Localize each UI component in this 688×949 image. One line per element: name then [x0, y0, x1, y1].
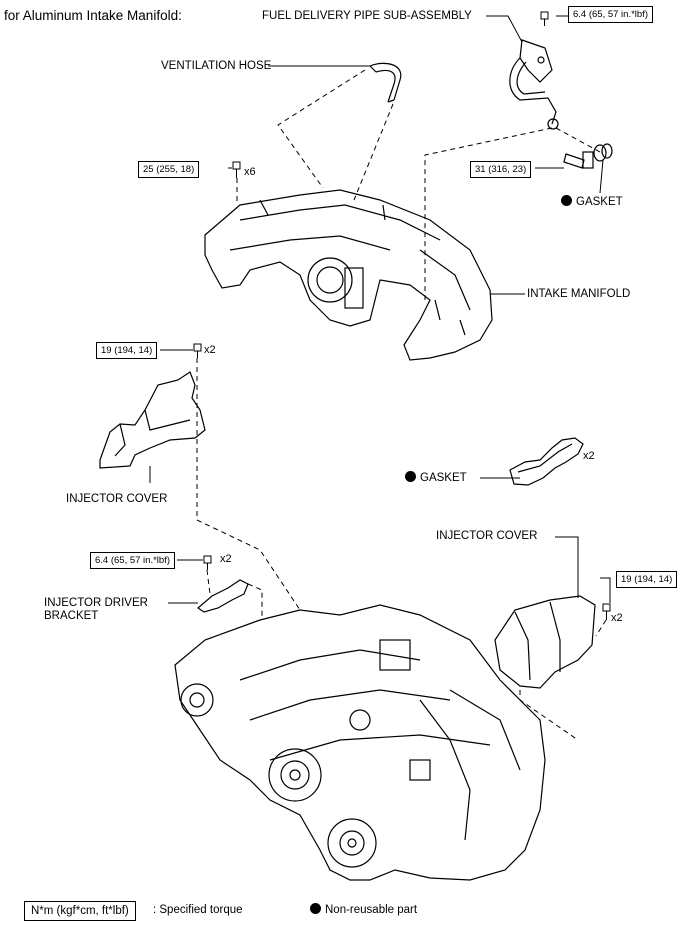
torque-manifold-bolts: 25 (255, 18): [138, 161, 200, 178]
legend-nonreusable: Non-reusable part: [310, 903, 417, 917]
bolt-icon: [540, 11, 549, 26]
torque-bracket-bolts: 6.4 (65, 57 in.*lbf): [90, 552, 175, 569]
label-gasket-2: GASKET: [405, 471, 467, 485]
bolt-icon: [602, 603, 611, 620]
engine-block-part: [174, 604, 546, 881]
bolt-icons: [193, 11, 611, 620]
label-intake-manifold: INTAKE MANIFOLD: [527, 288, 631, 300]
legend-torque-desc: : Specified torque: [153, 904, 243, 916]
label-ventilation-hose: VENTILATION HOSE: [161, 60, 272, 72]
multiplier-gasket: x2: [583, 450, 595, 462]
torque-injector-cover-right: 19 (194, 14): [616, 571, 678, 588]
label-fuel-delivery-pipe: FUEL DELIVERY PIPE SUB-ASSEMBLY: [262, 10, 472, 22]
gasket-part: [509, 437, 584, 486]
torque-union-bolt: 31 (316, 23): [470, 161, 532, 178]
injector-cover-right-part: [494, 595, 596, 689]
label-injector-driver-bracket-2: BRACKET: [44, 610, 99, 622]
label-gasket-1: GASKET: [561, 195, 623, 209]
fuel-delivery-pipe-part: [509, 39, 559, 130]
injector-driver-bracket-part: [197, 579, 249, 613]
bolt-icon: [203, 555, 212, 570]
ventilation-hose-part: [369, 62, 402, 103]
label-injector-cover-left: INJECTOR COVER: [66, 493, 168, 505]
bolt-icon: [232, 161, 241, 178]
multiplier-injector-cover-right: x2: [611, 612, 623, 624]
multiplier-manifold-bolts: x6: [244, 166, 256, 178]
label-injector-driver-bracket-1: INJECTOR DRIVER: [44, 597, 148, 609]
injector-cover-left-part: [99, 371, 206, 469]
label-injector-cover-right: INJECTOR COVER: [436, 530, 538, 542]
nonreusable-icon: [310, 903, 321, 914]
gasket-rings-part: [593, 143, 613, 162]
nonreusable-icon: [561, 195, 572, 206]
page-title: for Aluminum Intake Manifold:: [4, 8, 182, 23]
torque-injector-cover-left: 19 (194, 14): [96, 342, 158, 359]
multiplier-injector-cover-left: x2: [204, 344, 216, 356]
multiplier-bracket-bolts: x2: [220, 553, 232, 565]
nonreusable-icon: [405, 471, 416, 482]
bolt-icon: [193, 343, 202, 358]
torque-fuel-pipe-bolt: 6.4 (65, 57 in.*lbf): [568, 6, 653, 23]
union-bolt-part: [563, 151, 594, 169]
legend-torque-box: N*m (kgf*cm, ft*lbf): [24, 901, 136, 921]
intake-manifold-part: [204, 189, 493, 361]
